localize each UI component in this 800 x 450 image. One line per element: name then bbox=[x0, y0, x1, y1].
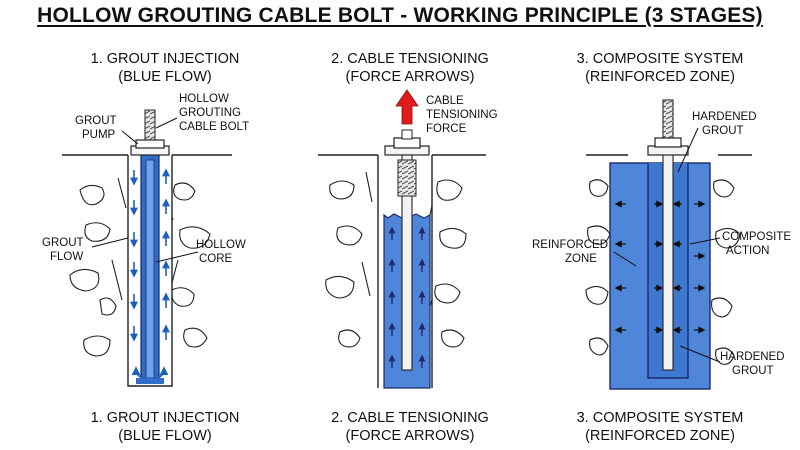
stage-3-composite-action-arrows bbox=[614, 200, 706, 334]
stage-2-threaded-section bbox=[397, 159, 417, 197]
label-hardened-grout-top-line1: HARDENED bbox=[692, 111, 757, 123]
label-tension-force-line1: CABLE bbox=[426, 95, 464, 107]
stage-3-heading: 3. COMPOSITE SYSTEM (REINFORCED ZONE) bbox=[550, 50, 770, 86]
label-hollow-bolt-line1: HOLLOW bbox=[179, 93, 229, 105]
leader-core bbox=[155, 251, 199, 263]
stage-3-nut bbox=[654, 137, 682, 148]
stage-3-heading-line2: (REINFORCED ZONE) bbox=[585, 69, 735, 85]
stage-2-heading: 2. CABLE TENSIONING (FORCE ARROWS) bbox=[300, 50, 520, 86]
label-tension-force-line3: FORCE bbox=[426, 123, 467, 135]
stage-2-heading-line2: (FORCE ARROWS) bbox=[345, 69, 475, 85]
stage-1-diagram: HOLLOW GROUTING CABLE BOLT GROUT PUMP GR… bbox=[42, 93, 249, 387]
stage-3-diagram: HARDENED GROUT REINFORCED ZONE COMPOSITE… bbox=[532, 99, 791, 390]
stage-2-rock-mass bbox=[325, 171, 467, 348]
leader-composite-action bbox=[689, 237, 721, 245]
leader-pump bbox=[121, 130, 139, 145]
label-hardened-grout-bottom-line1: HARDENED bbox=[720, 351, 785, 363]
stage-1-caption-line2: (BLUE FLOW) bbox=[118, 428, 212, 444]
stage-3-caption-line2: (REINFORCED ZONE) bbox=[585, 428, 735, 444]
stage-2-force-arrows bbox=[388, 226, 426, 368]
stage-2-caption-line2: (FORCE ARROWS) bbox=[345, 428, 475, 444]
stage-2-caption: 2. CABLE TENSIONING (FORCE ARROWS) bbox=[300, 409, 520, 445]
stage-2-cable-tip bbox=[401, 129, 413, 140]
label-tension-force-line2: TENSIONING bbox=[426, 109, 498, 121]
main-title: HOLLOW GROUTING CABLE BOLT - WORKING PRI… bbox=[37, 4, 763, 27]
stage-1-grout-flow-arrows bbox=[130, 168, 170, 342]
stage-2-heading-line1: 2. CABLE TENSIONING bbox=[331, 51, 489, 67]
label-hollow-core-line2: CORE bbox=[199, 253, 233, 265]
stage-1-core-channel bbox=[145, 159, 155, 379]
stage-3-rock-mass bbox=[585, 179, 741, 365]
label-grout-flow-line2: FLOW bbox=[50, 251, 83, 263]
stage-1-rock-mass bbox=[69, 177, 211, 357]
stage-3-caption: 3. COMPOSITE SYSTEM (REINFORCED ZONE) bbox=[550, 409, 770, 445]
stage-3-heading-line1: 3. COMPOSITE SYSTEM bbox=[576, 51, 744, 67]
stage-1-nut bbox=[135, 139, 165, 149]
stage-1-heading-line2: (BLUE FLOW) bbox=[118, 69, 212, 85]
label-hardened-grout-top-line2: GROUT bbox=[702, 125, 744, 137]
label-hardened-grout-bottom-line2: GROUT bbox=[732, 365, 774, 377]
leader-bottom-grout bbox=[679, 345, 721, 363]
label-grout-pump-line2: PUMP bbox=[82, 129, 116, 141]
stage-1-caption-line1: 1. GROUT INJECTION bbox=[90, 410, 240, 426]
label-grout-flow-line1: GROUT bbox=[42, 237, 84, 249]
stage-2-caption-line1: 2. CABLE TENSIONING bbox=[331, 410, 489, 426]
label-reinforced-zone-line1: REINFORCED bbox=[532, 239, 608, 251]
stage-2-diagram: CABLE TENSIONING FORCE bbox=[318, 89, 498, 389]
stage-1-bottom-grout bbox=[136, 378, 164, 384]
leader-top-grout bbox=[677, 127, 699, 173]
stage-2-tension-force-arrow bbox=[395, 89, 419, 125]
leader-bolt bbox=[155, 117, 178, 129]
stage-1-return-flow-right bbox=[153, 366, 169, 379]
stage-1-heading-line1: 1. GROUT INJECTION bbox=[90, 51, 240, 67]
leader-reinforced-zone bbox=[613, 251, 637, 267]
label-hollow-core-line1: HOLLOW bbox=[196, 239, 246, 251]
stage-1-heading: 1. GROUT INJECTION (BLUE FLOW) bbox=[55, 50, 275, 86]
stage-1-return-flow-left bbox=[131, 366, 147, 379]
label-reinforced-zone-line2: ZONE bbox=[565, 253, 597, 265]
label-hollow-bolt-line3: CABLE BOLT bbox=[179, 121, 249, 133]
label-hollow-bolt-line2: GROUTING bbox=[179, 107, 241, 119]
leader-flow bbox=[91, 237, 129, 248]
label-grout-pump-line1: GROUT bbox=[75, 115, 117, 127]
stage-3-caption-line1: 3. COMPOSITE SYSTEM bbox=[576, 410, 744, 426]
stage-1-caption: 1. GROUT INJECTION (BLUE FLOW) bbox=[55, 409, 275, 445]
label-composite-action-line1: COMPOSITE bbox=[722, 231, 791, 243]
label-composite-action-line2: ACTION bbox=[726, 245, 769, 257]
